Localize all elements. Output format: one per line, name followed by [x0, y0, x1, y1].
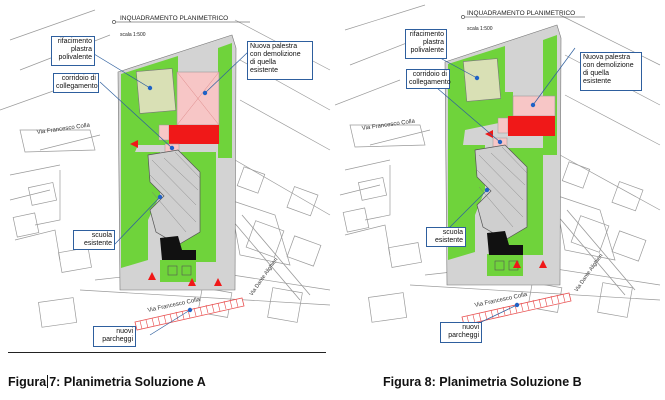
figure-a-map: INQUADRAMENTO PLANIMETRICO scala 1:500 V…: [0, 9, 331, 336]
text-cursor: [47, 375, 49, 388]
figure-b-caption: Figura 8: Planimetria Soluzione B: [383, 375, 582, 389]
figure-b-callout-scuola: scuola esistente: [426, 227, 466, 247]
figure-a-panel: INQUADRAMENTO PLANIMETRICO scala 1:500 V…: [0, 0, 335, 360]
figure-b-callout-corridoio: corridoio di collegamento: [406, 69, 451, 89]
figure-a-callout-scuola: scuola esistente: [73, 230, 115, 250]
figure-a-callout-palestra: Nuova palestra con demolizione di quella…: [247, 41, 313, 80]
figure-a-divider: [8, 352, 326, 353]
figure-b-header: INQUADRAMENTO PLANIMETRICO: [467, 10, 575, 17]
figure-a-callout-parcheggi: nuovi parcheggi: [93, 326, 136, 347]
figure-a-street-colla-top: Via Francesco Colla: [36, 122, 91, 135]
figure-b-callout-parcheggi: nuovi parcheggi: [440, 322, 482, 343]
figure-b-callout-palestra: Nuova palestra con demolizione di quella…: [580, 52, 642, 91]
figure-a-parking: [134, 297, 245, 331]
figure-b-callout-rifacimento: rifacimento plastra polivalente: [405, 29, 447, 59]
figure-a-callout-rifacimento: rifacimento plastra polivalente: [51, 36, 95, 66]
figure-b-scale: scala 1:500: [467, 26, 493, 32]
figure-a-street-alighieri: Via Dante Alighieri: [249, 257, 280, 297]
figure-b-context: [335, 4, 661, 323]
figure-b-street-colla-top: Via Francesco Colla: [361, 118, 416, 131]
figure-a-header: INQUADRAMENTO PLANIMETRICO: [120, 15, 228, 22]
figure-b-street-alighieri: Via Dante Alighieri: [574, 253, 605, 293]
figure-a-scale: scala 1:500: [120, 32, 146, 38]
figure-a-callout-corridoio: corridoio di collegamento: [53, 73, 99, 93]
